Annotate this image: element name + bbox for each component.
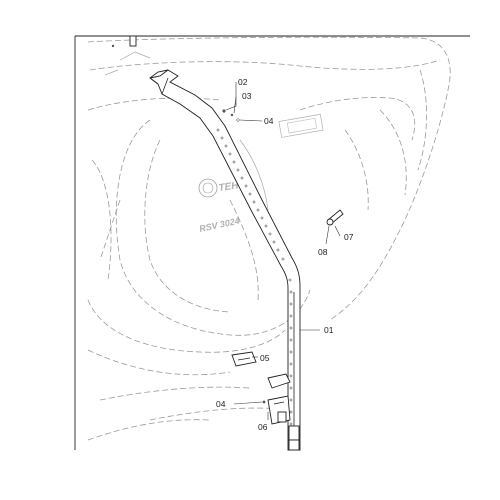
handrail-holes <box>216 128 293 438</box>
callout-03: 03 <box>242 91 252 101</box>
callout-leaders <box>225 82 341 420</box>
bolt-02-03-04 <box>222 109 240 122</box>
decal-model-text: RSV 3024 <box>198 216 240 234</box>
callout-07: 07 <box>344 232 354 242</box>
top-mounting-bolt <box>111 35 137 48</box>
callout-02: 02 <box>238 77 248 87</box>
handrail-tube <box>149 69 301 451</box>
callout-08: 08 <box>318 247 328 257</box>
callout-labels: 02 03 04 07 08 01 05 04 06 <box>216 77 354 432</box>
lower-clamp <box>262 373 291 425</box>
callout-04-bottom: 04 <box>216 399 226 409</box>
callout-04-top: 04 <box>264 116 274 126</box>
callout-05: 05 <box>260 353 270 363</box>
drawing-frame <box>74 35 470 450</box>
callout-06: 06 <box>258 422 268 432</box>
callout-01: 01 <box>324 325 334 335</box>
tube-end-cap <box>288 425 300 451</box>
vehicle-body-outline <box>87 36 451 441</box>
bolt-07-08 <box>326 209 344 226</box>
lower-bracket <box>231 351 257 367</box>
